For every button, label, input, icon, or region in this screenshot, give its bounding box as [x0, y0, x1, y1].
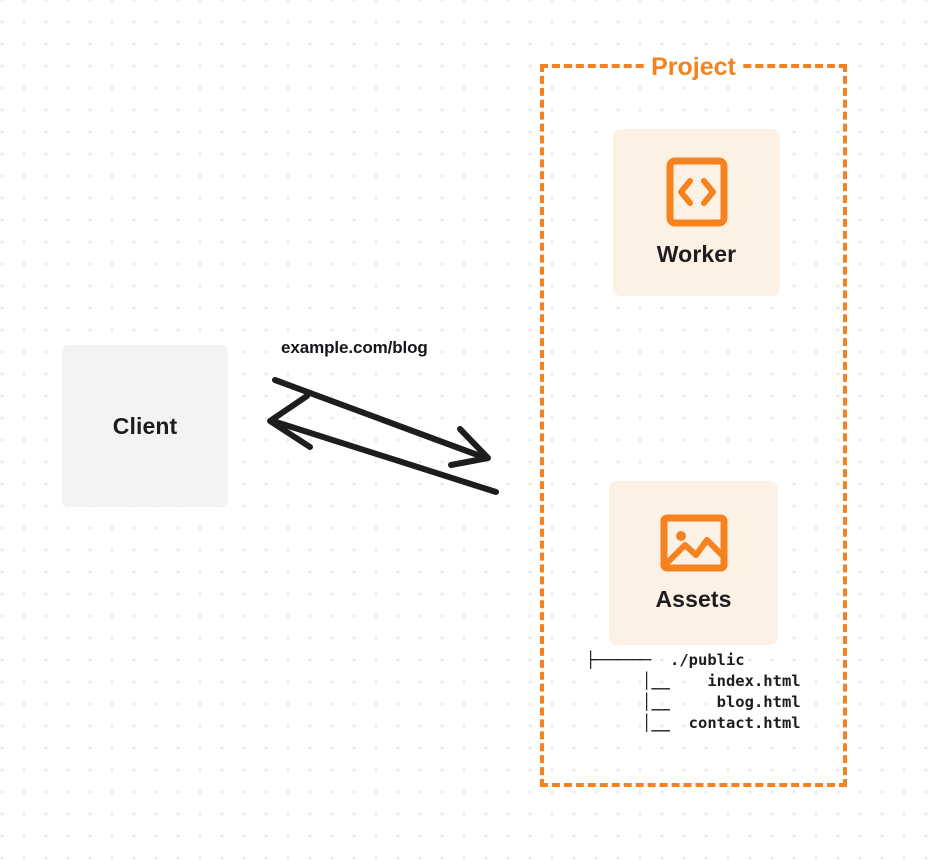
client-label: Client	[112, 412, 178, 439]
worker-node[interactable]: Worker	[613, 129, 780, 296]
project-container: Project	[540, 52, 847, 787]
connection-label: example.com/blog	[281, 338, 428, 357]
connection-arrows-svg	[267, 377, 499, 495]
connection-arrows	[255, 330, 515, 515]
file-tree-line: ├────── ./public	[586, 651, 745, 669]
file-tree-line: │__ blog.html	[586, 693, 801, 711]
project-title: Project	[644, 52, 743, 82]
image-icon	[660, 514, 728, 572]
response-arrow	[267, 393, 499, 495]
file-tree-line: │__ index.html	[586, 672, 801, 690]
assets-file-tree: ├────── ./public │__ index.html │__ blog…	[586, 650, 801, 734]
file-tree-line: │__ contact.html	[586, 714, 801, 732]
request-arrow	[272, 377, 491, 468]
worker-label: Worker	[656, 241, 737, 267]
client-node[interactable]: Client	[62, 345, 228, 507]
assets-label: Assets	[655, 585, 732, 612]
code-brackets-icon	[666, 157, 728, 227]
assets-node[interactable]: Assets	[609, 481, 778, 645]
